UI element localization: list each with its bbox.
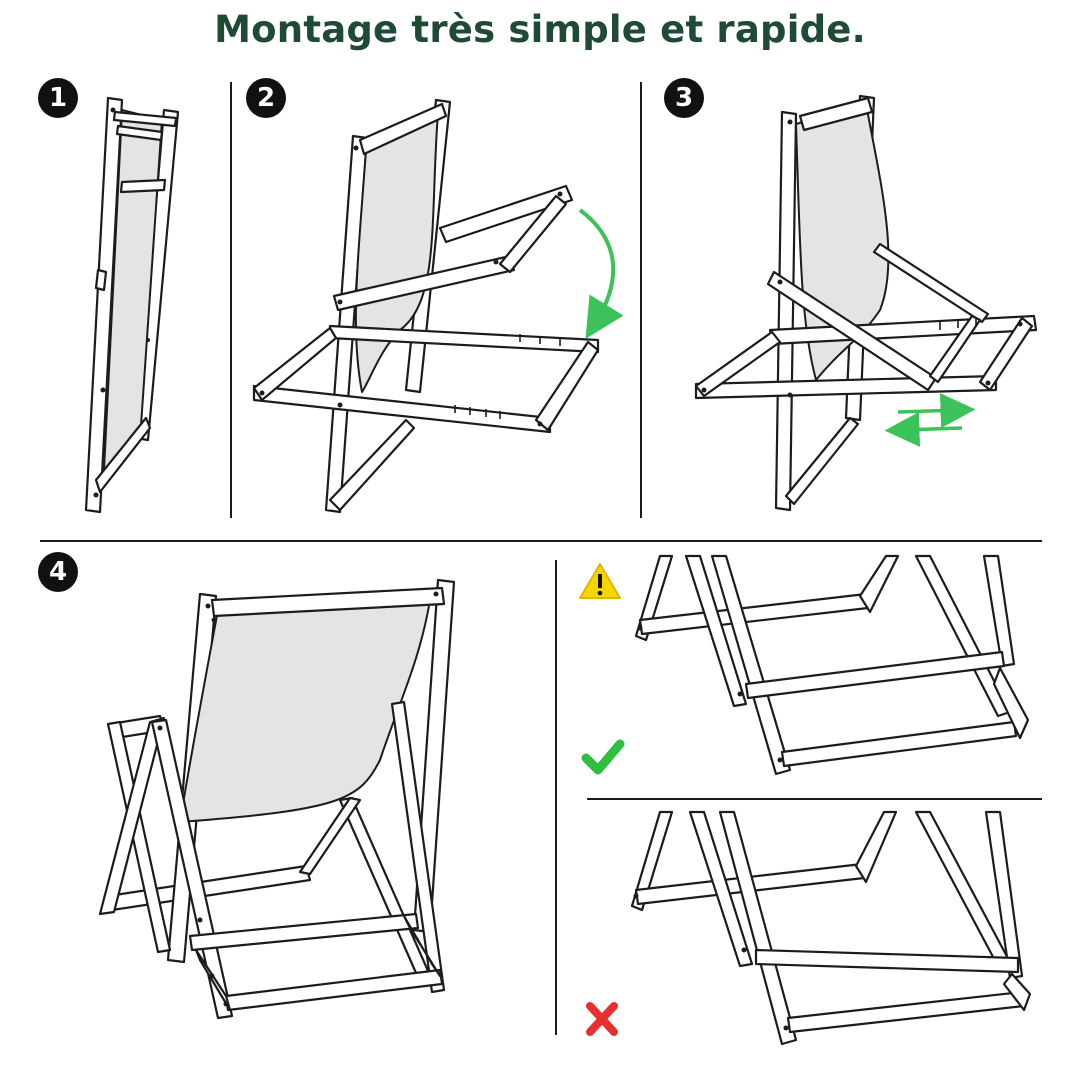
- warning-icon: [579, 563, 621, 599]
- page-title: Montage très simple et rapide.: [214, 8, 866, 51]
- step-1-folded-chair: [84, 96, 180, 514]
- step-4-badge: 4: [38, 552, 78, 592]
- incorrect-setup-illustration: [630, 810, 1032, 1046]
- divider-horizontal-compare: [587, 798, 1042, 800]
- step-3-badge: 3: [664, 78, 704, 118]
- check-icon: [581, 739, 625, 775]
- divider-vertical-1: [230, 82, 232, 518]
- step-2-badge: 2: [246, 78, 286, 118]
- divider-horizontal-main: [40, 540, 1042, 542]
- cross-icon: [586, 1002, 618, 1036]
- divider-vertical-2: [640, 82, 642, 518]
- correct-setup-illustration: [634, 554, 1030, 776]
- divider-vertical-3: [555, 560, 557, 1035]
- step-3-locking-chair: [694, 94, 1038, 512]
- step-4-assembled-chair: [98, 578, 456, 1020]
- slide-arrows-icon: [884, 393, 976, 447]
- step-2-unfolding-chair: [252, 98, 600, 514]
- rotate-arrow-icon: [578, 208, 624, 340]
- step-1-badge: 1: [38, 78, 78, 118]
